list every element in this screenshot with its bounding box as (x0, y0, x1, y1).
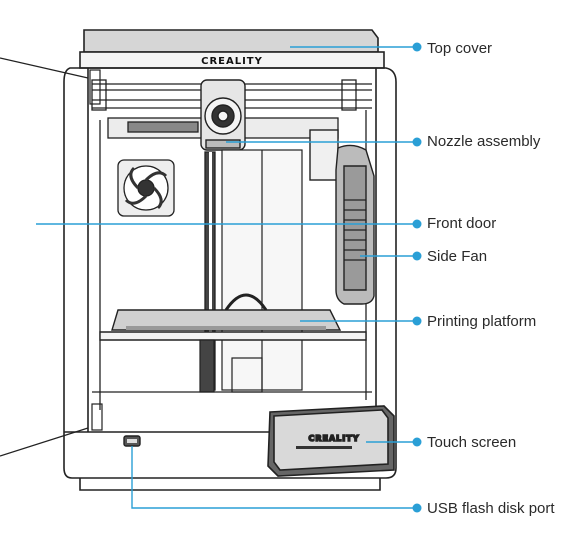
dot-nozzle (412, 137, 422, 147)
dot-side-fan (412, 251, 422, 261)
label-printing-platform: Printing platform (427, 313, 537, 330)
dot-platform (412, 316, 422, 326)
rear-fan (117, 159, 175, 217)
dot-front-door (412, 219, 422, 229)
logo-screen: CREALITY (308, 434, 359, 443)
front-door-edge (0, 57, 101, 457)
side-fan (309, 129, 375, 305)
label-front-door: Front door (427, 215, 497, 232)
dot-usb-port (412, 503, 422, 513)
printing-platform (99, 309, 367, 341)
top-cover: CREALITY (79, 29, 385, 69)
label-side-fan: Side Fan (427, 248, 488, 265)
dot-top-cover (412, 42, 422, 52)
logo-top: CREALITY (201, 56, 263, 67)
usb-port (123, 435, 141, 447)
lower-chamber (91, 339, 372, 431)
label-usb-port: USB flash disk port (427, 500, 555, 517)
label-nozzle-assembly: Nozzle assembly (427, 133, 541, 150)
callout-lines (36, 46, 414, 509)
nozzle-assembly (200, 79, 246, 151)
back-panel (221, 149, 303, 393)
printer-body (63, 67, 397, 491)
touch-screen: CREALITY (267, 405, 395, 477)
dot-touch-screen (412, 437, 422, 447)
callout-dots (412, 42, 422, 513)
label-top-cover: Top cover (427, 40, 493, 57)
label-touch-screen: Touch screen (427, 434, 517, 451)
